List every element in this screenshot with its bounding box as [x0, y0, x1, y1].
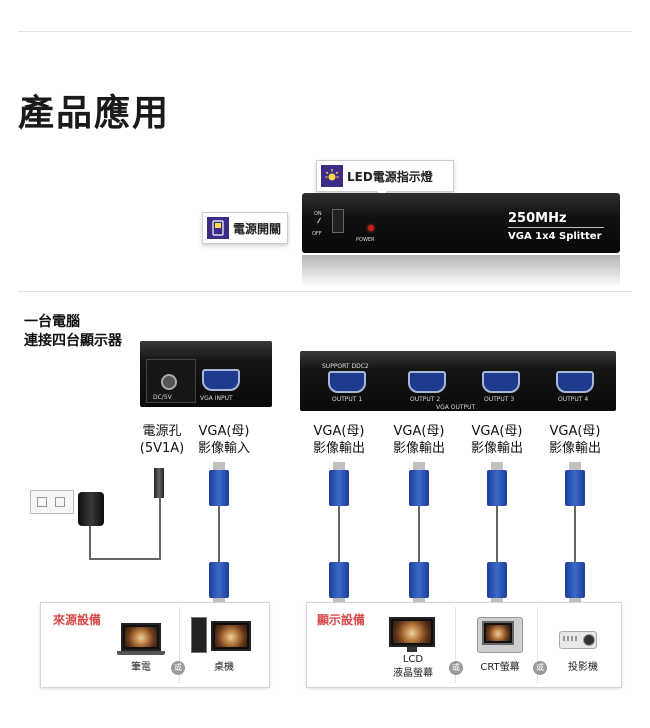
outlet-socket-1: [37, 497, 47, 507]
power-switch-icon: [207, 217, 229, 239]
splitter-front-device: ON OFF POWER 250MHz VGA 1x4 Splitter: [302, 193, 620, 253]
power-switch-callout-label: 電源開關: [233, 221, 282, 236]
vga-out-label-3-line2: 影像輸出: [470, 441, 523, 456]
output-label-3: OUTPUT 3: [484, 396, 515, 403]
vga-output-port-4: [556, 371, 594, 393]
vga-output-port-2: [408, 371, 446, 393]
led-callout-label: LED電源指示燈: [347, 169, 433, 184]
vga-out-label-3-line1: VGA(母): [471, 424, 523, 439]
section-heading-line2: 連接四台顯示器: [24, 333, 122, 349]
vga-out-label-4-line2: 影像輸出: [548, 441, 601, 456]
lcd-label-line2: 液晶螢幕: [393, 668, 433, 679]
lcd-label-line1: LCD: [402, 654, 424, 665]
dc-jack: [161, 374, 177, 390]
display-devices-box: 顯示設備 LCD 液晶螢幕 或 CRT螢幕 或 投影機: [306, 602, 622, 688]
led-callout: LED電源指示燈: [316, 160, 454, 192]
dc-label: DC/5V: [153, 394, 172, 401]
vga-out-label-1-line1: VGA(母): [313, 424, 365, 439]
output-label-4: OUTPUT 4: [558, 396, 589, 403]
vga-input-label: VGA INPUT: [200, 395, 233, 402]
vga-out-label-1-line2: 影像輸出: [312, 441, 365, 456]
adapter-cable-up: [159, 496, 161, 560]
device-model: VGA 1x4 Splitter: [508, 231, 602, 242]
power-adapter: [78, 492, 104, 526]
display-box-divider-2: [537, 607, 538, 683]
ddc-support-label: SUPPORT DDC2: [322, 363, 369, 370]
device-brand: 250MHz: [508, 211, 567, 226]
desktop-label: 桌機: [214, 662, 234, 673]
power-led: [368, 225, 374, 231]
output-label-1: OUTPUT 1: [332, 396, 363, 403]
vga-output-port-3: [482, 371, 520, 393]
vga-out-label-4-line1: VGA(母): [549, 424, 601, 439]
on-label: ON: [314, 211, 322, 217]
adapter-cable-down: [89, 526, 91, 560]
lcd-label: LCD 液晶螢幕: [389, 653, 437, 681]
vga-out-label-1: VGA(母) 影像輸出: [306, 423, 372, 457]
power-in-label-line1: 電源孔: [142, 424, 182, 439]
source-or-badge: 或: [171, 661, 185, 675]
section-heading-line1: 一台電腦: [24, 314, 80, 330]
dc-plug: [154, 468, 164, 498]
vga-in-label: VGA(母) 影像輸入: [192, 423, 256, 457]
output-label-2: OUTPUT 2: [410, 396, 441, 403]
crt-label: CRT螢幕: [480, 662, 520, 673]
display-box-title: 顯示設備: [317, 613, 366, 627]
adapter-cable-horizontal: [89, 558, 161, 560]
switch-slash: [317, 217, 321, 224]
vga-out-label-2: VGA(母) 影像輸出: [386, 423, 452, 457]
display-or-badge-1: 或: [449, 661, 463, 675]
source-box-title: 來源設備: [53, 613, 102, 627]
top-divider: [18, 31, 632, 32]
splitter-input-side: DC/5V VGA INPUT: [140, 341, 272, 407]
vga-in-label-line2: 影像輸入: [197, 441, 250, 456]
wall-outlet: [30, 490, 74, 514]
power-in-label-line2: (5V1A): [139, 441, 185, 456]
source-box-divider: [179, 607, 180, 683]
vga-in-label-line1: VGA(母): [198, 424, 250, 439]
device-reflection: [302, 255, 620, 287]
outlet-socket-2: [55, 497, 65, 507]
off-label: OFF: [312, 231, 322, 237]
power-switch: [332, 209, 344, 233]
source-devices-box: 來源設備 筆電 或 桌機: [40, 602, 270, 688]
power-switch-callout: 電源開關: [202, 212, 288, 244]
projector-label: 投影機: [568, 662, 598, 673]
vga-out-label-2-line1: VGA(母): [393, 424, 445, 439]
display-box-divider-1: [455, 607, 456, 683]
display-or-badge-2: 或: [533, 661, 547, 675]
vga-out-label-3: VGA(母) 影像輸出: [464, 423, 530, 457]
splitter-output-side: SUPPORT DDC2 OUTPUT 1 OUTPUT 2 OUTPUT 3 …: [300, 351, 616, 411]
mid-divider: [18, 291, 632, 292]
vga-output-port-1: [328, 371, 366, 393]
vga-out-label-2-line2: 影像輸出: [392, 441, 445, 456]
vga-output-group-label: VGA OUTPUT: [436, 404, 476, 411]
laptop-label: 筆電: [131, 662, 151, 673]
led-light-icon: [321, 165, 343, 187]
page-title: 產品應用: [18, 93, 171, 134]
power-in-label: 電源孔 (5V1A): [132, 423, 192, 457]
vga-out-label-4: VGA(母) 影像輸出: [542, 423, 608, 457]
power-label: POWER: [356, 237, 375, 243]
device-brand-line: [508, 227, 604, 228]
dc-panel: DC/5V: [146, 359, 196, 403]
vga-input-port: [202, 369, 240, 391]
